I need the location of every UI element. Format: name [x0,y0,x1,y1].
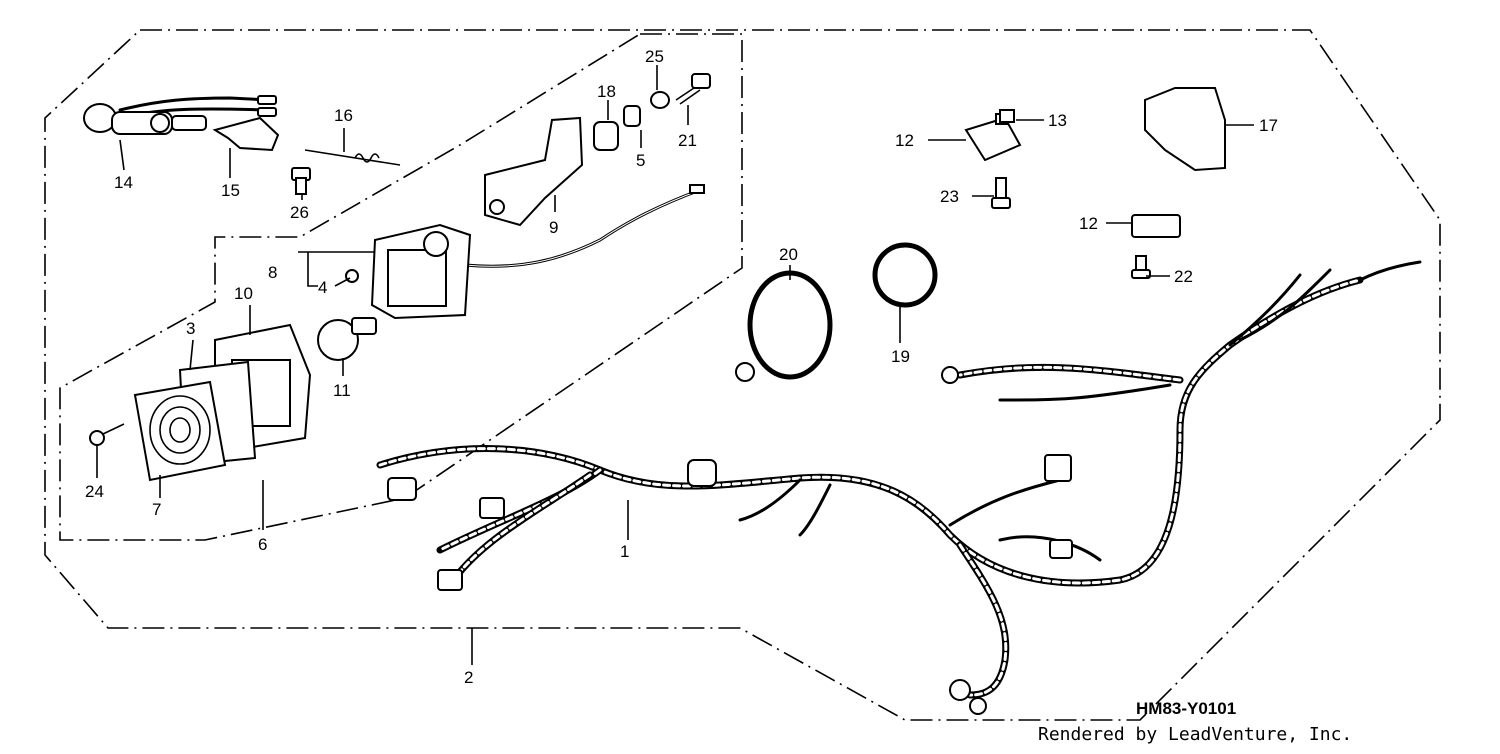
diagram-code: HM83-Y0101 [1136,699,1236,718]
mount-bracket-part [484,116,584,227]
callout-9: 9 [549,218,558,237]
bolt-22-part [1131,255,1151,279]
lens-part [133,380,227,482]
callout-7: 7 [152,500,161,519]
clamp-20-tab [735,362,755,382]
bolt-26-part [291,167,311,195]
ignition-switch-part [83,95,277,135]
callout-23: 23 [940,187,959,206]
callout-14: 14 [114,173,133,192]
cover-part [1144,87,1226,172]
bolt-21-part [675,73,711,105]
spring-pin-part [304,149,401,166]
callout-24: 24 [85,482,104,501]
taillight-housing-part [370,184,705,320]
callout-4: 4 [318,278,327,297]
screw-24-part [89,423,125,446]
band-clamp-19-part [872,242,938,308]
callout-25: 25 [645,47,664,66]
callout-19: 19 [891,347,910,366]
callout-5: 5 [636,151,645,170]
clip-part [345,269,359,283]
main-wire-harness-part [376,260,1422,715]
callout-8: 8 [268,263,277,282]
callout-20: 20 [779,245,798,264]
bracket-hole [489,199,505,215]
bolt-23-part [991,177,1011,209]
callout-16: 16 [334,106,353,125]
callout-10: 10 [234,284,253,303]
leader-lines [96,65,1254,665]
bulb-part [317,317,377,361]
collar-part [623,105,641,127]
callout-15: 15 [221,181,240,200]
callout-11: 11 [333,381,351,400]
washer-part [650,91,670,109]
callout-13: 13 [1048,111,1067,130]
callouts: 1 2 3 4 5 6 7 8 9 10 11 12 12 13 14 15 1… [85,47,1278,687]
grommet-part [593,121,619,151]
relay-terminal-part [999,109,1015,123]
outer-boundary [44,29,1441,721]
callout-12b: 12 [1079,214,1098,233]
callout-21: 21 [678,131,697,150]
callout-12a: 12 [895,131,914,150]
callout-1: 1 [620,542,629,561]
switch-bracket-part [212,116,280,152]
callout-3: 3 [186,319,195,338]
callout-22: 22 [1174,267,1193,286]
render-credit: Rendered by LeadVenture, Inc. [1038,724,1352,745]
callout-18: 18 [597,82,616,101]
taillight-group-boundary [59,33,743,541]
callout-26: 26 [290,203,309,222]
band-clamp-20-part [747,270,833,380]
callout-2: 2 [464,668,473,687]
callout-6: 6 [258,535,267,554]
relay-lower-part [1131,214,1181,238]
callout-17: 17 [1259,116,1278,135]
